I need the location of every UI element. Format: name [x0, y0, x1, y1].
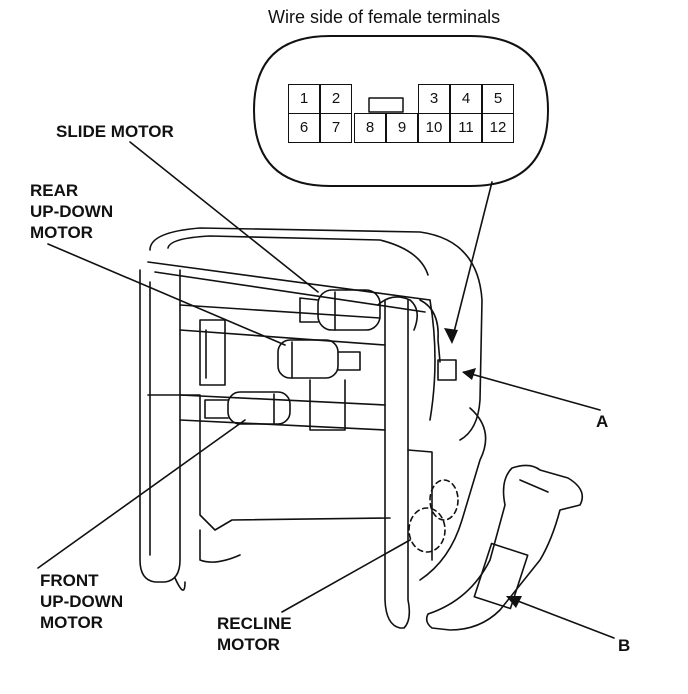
- recline-motor-outline: [408, 507, 446, 553]
- pin-2: 2: [320, 84, 352, 114]
- label-rear-updown-line2: UP-DOWN: [30, 202, 114, 221]
- label-front-updown-motor: FRONT UP-DOWN MOTOR: [40, 570, 123, 633]
- left-post: [139, 269, 181, 583]
- pin-10: 10: [418, 113, 450, 143]
- label-recline-line1: RECLINE: [217, 614, 292, 633]
- leader-recline: [281, 539, 411, 613]
- leader-rear-updown: [47, 243, 286, 346]
- pin-8: 8: [354, 113, 386, 143]
- label-recline-motor: RECLINE MOTOR: [217, 613, 292, 655]
- slide-motor-drawing: [299, 289, 381, 331]
- label-front-updown-line1: FRONT: [40, 571, 99, 590]
- leader-slide-motor: [129, 141, 319, 293]
- leader-front-updown: [37, 419, 246, 569]
- right-post: [384, 299, 411, 629]
- connector-key: [368, 97, 404, 113]
- label-callout-b: B: [618, 636, 631, 655]
- cover-b-outline: [425, 464, 584, 631]
- label-rear-updown-motor: REAR UP-DOWN MOTOR: [30, 180, 113, 243]
- label-callout-a: A: [596, 412, 609, 431]
- leader-lines: [37, 141, 615, 639]
- rear-updown-motor-drawing: [277, 339, 361, 379]
- connector-caption: Wire side of female terminals: [268, 7, 501, 27]
- label-front-updown-line2: UP-DOWN: [40, 592, 124, 611]
- connector-a-plug: [437, 359, 457, 381]
- label-rear-updown-line3: MOTOR: [30, 223, 93, 242]
- label-recline-line2: MOTOR: [217, 635, 280, 654]
- pin-9: 9: [386, 113, 418, 143]
- pin-7: 7: [320, 113, 352, 143]
- pin-6: 6: [288, 113, 320, 143]
- front-updown-motor-drawing: [204, 391, 291, 425]
- pin-12: 12: [482, 113, 514, 143]
- pin-11: 11: [450, 113, 482, 143]
- pin-1: 1: [288, 84, 320, 114]
- leader-connector: [451, 181, 493, 341]
- leader-b: [509, 597, 615, 639]
- label-slide-motor: SLIDE MOTOR: [56, 122, 174, 141]
- pin-3: 3: [418, 84, 450, 114]
- connector-bubble: [253, 35, 549, 187]
- pin-4: 4: [450, 84, 482, 114]
- leader-a: [463, 371, 601, 411]
- label-rear-updown-line1: REAR: [30, 181, 79, 200]
- seat-back-outline: [149, 227, 483, 441]
- pin-5: 5: [482, 84, 514, 114]
- label-front-updown-line3: MOTOR: [40, 613, 103, 632]
